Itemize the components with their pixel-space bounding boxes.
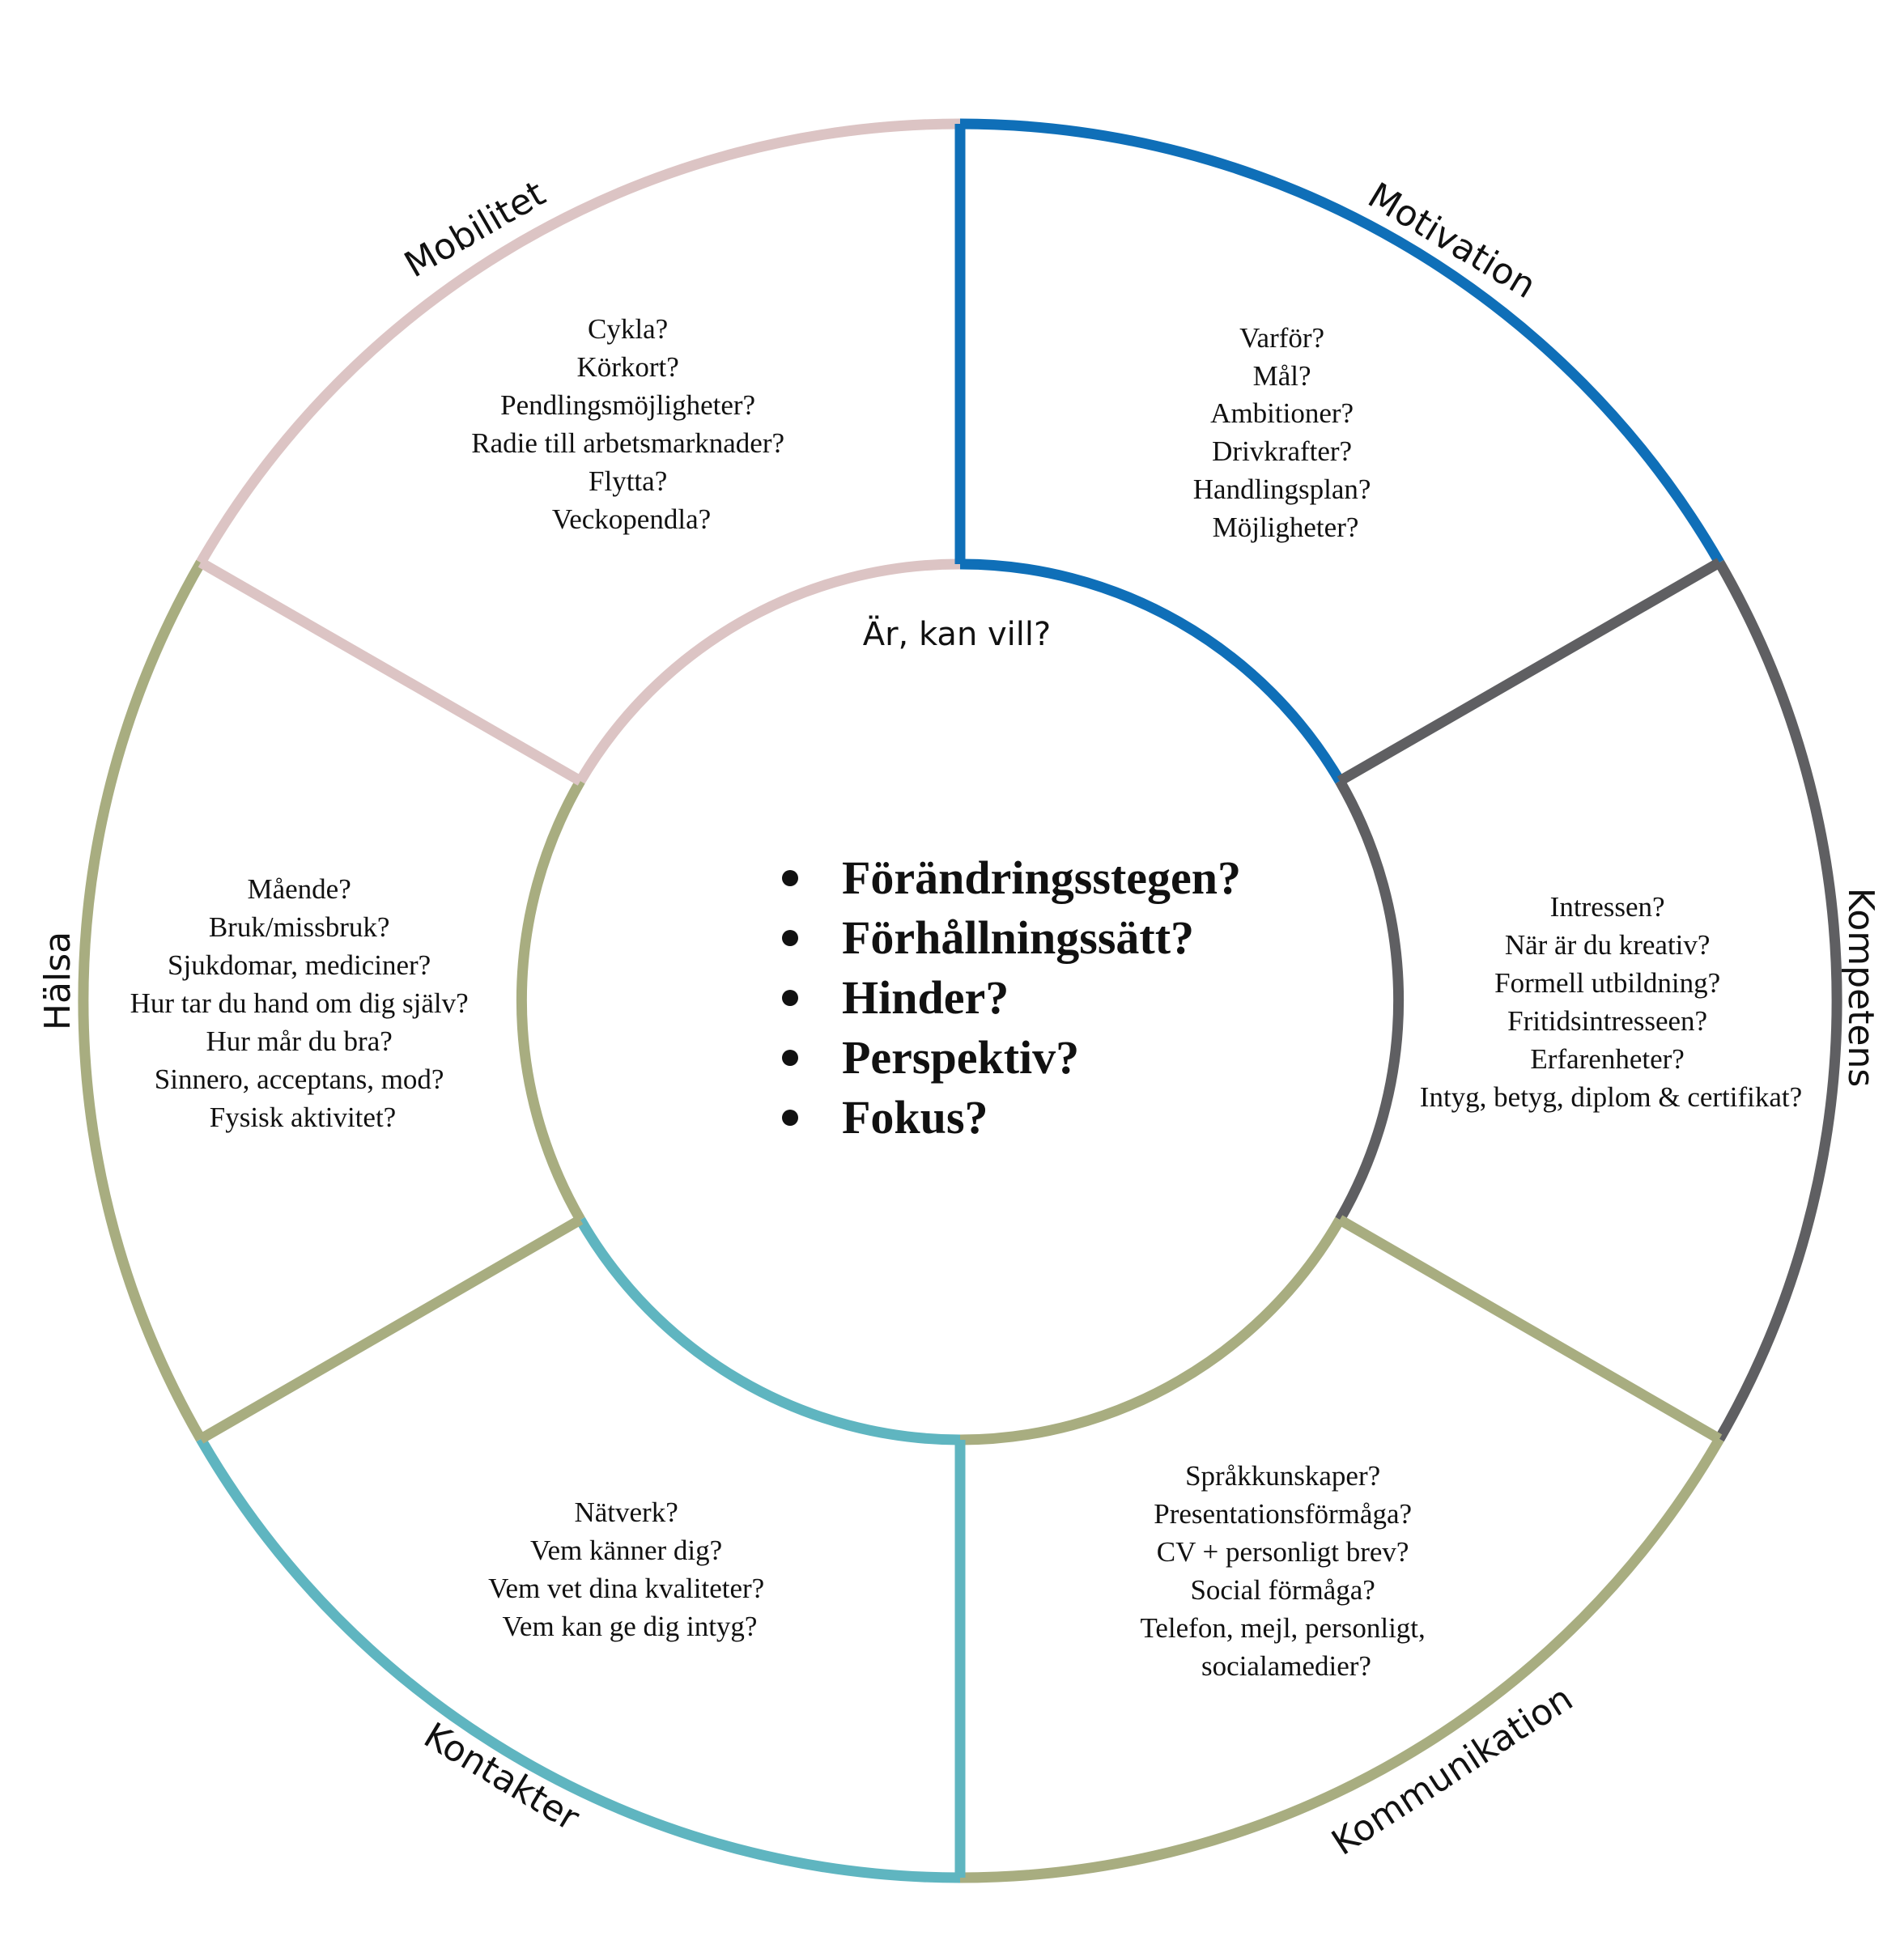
outer-arc-kommunikation: [959, 1436, 1724, 1883]
bullet-item: Förhållningssätt?: [842, 911, 1194, 964]
question-line: Fritidsintresseen?: [1507, 1005, 1707, 1037]
question-line: Presentationsförmåga?: [1154, 1498, 1412, 1530]
question-line: Social förmåga?: [1190, 1574, 1375, 1606]
divider-motivation-kompetens: [1337, 558, 1723, 786]
question-line: Sinnero, acceptans, mod?: [155, 1063, 444, 1095]
bullet-dot: [782, 930, 798, 946]
question-line: Nätverk?: [574, 1496, 678, 1528]
question-line: Mående?: [247, 873, 351, 905]
question-line: Sjukdomar, mediciner?: [168, 949, 431, 981]
divider-halsa-mobilitet: [198, 558, 584, 786]
section-title-kommunikation: Kommunikation: [1324, 1678, 1580, 1864]
center-title: Är, kan vill?: [863, 614, 1052, 653]
inner-arc-halsa: [516, 778, 585, 1223]
outer-arc-motivation: [959, 118, 1724, 566]
outer-arc-kompetens: [1715, 559, 1842, 1442]
question-line: Vem kan ge dig intyg?: [503, 1611, 758, 1642]
question-line: Möjligheter?: [1213, 512, 1359, 543]
question-line: Vem känner dig?: [530, 1535, 722, 1566]
question-line: Vem vet dina kvaliteter?: [488, 1573, 764, 1604]
question-line: Hur tar du hand om dig själv?: [130, 987, 469, 1019]
outer-arc-mobilitet: [196, 118, 961, 566]
question-line: Körkort?: [576, 351, 678, 383]
question-line: CV + personligt brev?: [1157, 1536, 1409, 1568]
questions-kontakter: Nätverk? Vem känner dig? Vem vet dina kv…: [488, 1496, 771, 1642]
bullet-dot: [782, 1110, 798, 1126]
bullet-dot: [782, 990, 798, 1006]
question-line: Flytta?: [589, 465, 667, 497]
question-line: Erfarenheter?: [1530, 1043, 1684, 1075]
questions-kommunikation: Språkkunskaper? Presentationsförmåga? CV…: [1140, 1460, 1432, 1682]
bullet-item: Perspektiv?: [842, 1031, 1079, 1084]
question-line: Fysisk aktivitet?: [210, 1102, 396, 1133]
question-line: Hur mår du bra?: [206, 1025, 392, 1057]
inner-arc-kommunikation: [959, 1216, 1345, 1445]
bullet-item: Förändringsstegen?: [842, 851, 1241, 904]
divider-kompetens-kommunikation: [1337, 1215, 1723, 1444]
questions-mobilitet: Cykla? Körkort? Pendlingsmöjligheter? Ra…: [471, 313, 792, 535]
bullet-dot: [782, 1050, 798, 1066]
inner-arc-mobilitet: [576, 558, 961, 784]
section-title-kompetens: Kompetens: [1840, 888, 1881, 1088]
section-title-halsa: Hälsa: [37, 932, 79, 1030]
center-bullet-list: Förändringsstegen? Förhållningssätt? Hin…: [782, 851, 1241, 1144]
question-line: Formell utbildning?: [1494, 967, 1720, 999]
question-line: socialamedier?: [1201, 1650, 1371, 1682]
question-line: Pendlingsmöjligheter?: [500, 389, 755, 421]
inner-arc-motivation: [959, 558, 1345, 784]
question-line: Språkkunskaper?: [1185, 1460, 1380, 1492]
inner-arc-kontakter: [576, 1216, 961, 1445]
question-line: Veckopendla?: [552, 503, 711, 535]
question-line: Telefon, mejl, personligt,: [1140, 1612, 1425, 1644]
questions-halsa: Mående? Bruk/missbruk? Sjukdomar, medici…: [130, 873, 476, 1133]
questions-motivation: Varför? Mål? Ambitioner? Drivkrafter? Ha…: [1193, 322, 1378, 543]
question-line: Drivkrafter?: [1212, 435, 1352, 467]
question-line: Handlingsplan?: [1193, 473, 1371, 505]
question-line: Varför?: [1239, 322, 1324, 354]
question-line: Mål?: [1253, 360, 1311, 392]
question-line: Intressen?: [1550, 891, 1665, 923]
question-line: Ambitioner?: [1210, 397, 1354, 429]
bullet-item: Fokus?: [842, 1091, 988, 1144]
outer-arc-halsa: [78, 559, 206, 1442]
questions-kompetens: Intressen? När är du kreativ? Formell ut…: [1420, 891, 1802, 1113]
question-line: Intyg, betyg, diplom & certifikat?: [1420, 1081, 1802, 1113]
question-line: Bruk/missbruk?: [209, 911, 390, 943]
outer-arc-kontakter: [196, 1436, 961, 1883]
bullet-dot: [782, 870, 798, 886]
divider-kontakter-halsa: [198, 1215, 584, 1444]
bullet-item: Hinder?: [842, 971, 1009, 1024]
question-line: När är du kreativ?: [1505, 929, 1711, 961]
inner-arc-kompetens: [1335, 778, 1405, 1223]
question-line: Radie till arbetsmarknader?: [471, 427, 784, 459]
question-line: Cykla?: [588, 313, 668, 345]
